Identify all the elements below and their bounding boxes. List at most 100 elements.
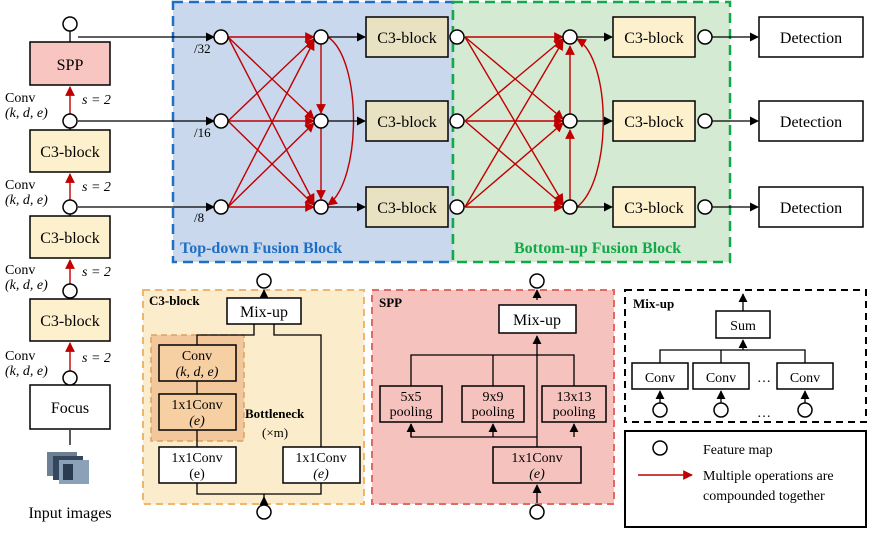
conv-params: (k, d, e) [5, 364, 48, 379]
c3-mixup-box [226, 297, 302, 325]
mixup-connections [655, 339, 810, 403]
bottomup-c3-label-2: C3-block [624, 114, 684, 131]
feature-map-icon [562, 199, 578, 215]
c3-1x1conv-label: 1x1Conv [171, 451, 222, 466]
c3-conv-kde-box [158, 344, 237, 382]
focus-box [29, 384, 111, 430]
backbone-c3-block-2 [29, 215, 111, 259]
c3-param-e: (e) [189, 414, 205, 429]
feature-map-icon [713, 402, 729, 418]
conv-label: Conv [5, 349, 35, 364]
feature-map-icon [213, 113, 229, 129]
spp-pooling-label: pooling [553, 405, 596, 420]
bottomup-c3-block-3 [612, 186, 696, 228]
feature-map-icon [62, 113, 78, 129]
topdown-c3-label-1: C3-block [377, 30, 437, 47]
mixup-detail-title: Mix-up [633, 296, 674, 311]
detection-label-2: Detection [780, 114, 842, 131]
topdown-red-connections [227, 32, 355, 212]
feature-map-icon [449, 113, 465, 129]
bottomup-c3-block-1 [612, 16, 696, 58]
bottomup-c3-block-2 [612, 100, 696, 142]
spp-pooling-label: pooling [390, 405, 433, 420]
c3-conv-params: (k, d, e) [176, 365, 219, 380]
spp-label: SPP [57, 57, 84, 74]
c3-detail-title: C3-block [149, 293, 200, 308]
feature-map-icon [529, 273, 545, 289]
feature-map-icon [62, 16, 78, 32]
topdown-c3-label-2: C3-block [377, 114, 437, 131]
backbone-c3-label-3: C3-block [40, 313, 100, 330]
feature-map-icon [62, 199, 78, 215]
c3-conv-label: Conv [182, 349, 212, 364]
feature-map-icon [313, 113, 329, 129]
feature-map-icon [797, 402, 813, 418]
conv-label: Conv [5, 263, 35, 278]
spp-pooling-label: pooling [472, 405, 515, 420]
input-images-label: Input images [28, 505, 111, 522]
spp-detail-title: SPP [379, 295, 402, 310]
conv-params: (k, d, e) [5, 278, 48, 293]
legend-red-arrow-line2: compounded together [703, 489, 825, 504]
stride-label: s = 2 [82, 265, 111, 280]
legend-red-arrow-line1: Multiple operations are [703, 469, 834, 484]
feature-map-icon [313, 199, 329, 215]
feature-map-icon [449, 199, 465, 215]
feature-map-icon [697, 113, 713, 129]
bottleneck-label: Bottleneck [245, 406, 305, 421]
bottomup-c3-label-1: C3-block [624, 30, 684, 47]
bottleneck-repeat: (×m) [262, 425, 288, 440]
spp-1x1conv-label: 1x1Conv [511, 451, 562, 466]
feature-map-icon [213, 199, 229, 215]
mixup-ellipsis: … [757, 406, 771, 421]
feature-map-icon [697, 29, 713, 45]
feature-map-icon [697, 199, 713, 215]
feature-map-icon [562, 29, 578, 45]
spp-mixup-box [498, 304, 577, 334]
c3-param-e: (e) [313, 467, 329, 482]
detection-box-2 [758, 100, 864, 142]
spp-pool-size: 9x9 [483, 390, 504, 405]
topdown-title: Top-down Fusion Block [180, 240, 342, 257]
c3-1x1conv-label: 1x1Conv [171, 398, 222, 413]
topdown-c3-label-3: C3-block [377, 200, 437, 217]
spp-pool-box-2 [461, 385, 525, 423]
bottomup-title: Bottom-up Fusion Block [514, 240, 681, 257]
feature-map-icon [562, 113, 578, 129]
backbone-c3-block-1 [29, 129, 111, 173]
detection-box-3 [758, 186, 864, 228]
spp-pool-box-3 [541, 385, 607, 423]
spp-param-e: (e) [529, 467, 545, 482]
c3-left-1x1conv-box [158, 446, 237, 484]
spp-pool-size: 5x5 [401, 390, 422, 405]
mixup-conv-box-2 [692, 362, 750, 390]
mixup-ellipsis: … [757, 371, 771, 386]
backbone-c3-label-2: C3-block [40, 230, 100, 247]
detection-label-1: Detection [780, 30, 842, 47]
feature-map-icon [652, 402, 668, 418]
c3-mixup-label: Mix-up [240, 304, 288, 321]
mixup-conv-label: Conv [645, 371, 675, 386]
feature-map-icon [62, 370, 78, 386]
feature-map-icon [313, 29, 329, 45]
spp-detail-connections [406, 335, 579, 503]
stride-label: s = 2 [82, 93, 111, 108]
mixup-conv-label: Conv [706, 371, 736, 386]
input-images-icon [47, 452, 89, 484]
detection-label-3: Detection [780, 200, 842, 217]
scale-label: /32 [194, 41, 211, 56]
spp-mixup-label: Mix-up [513, 312, 561, 329]
spp-pool-size: 13x13 [557, 390, 592, 405]
legend-feature-map: Feature map [703, 443, 773, 458]
bottomup-c3-label-3: C3-block [624, 200, 684, 217]
c3-1x1conv-label: 1x1Conv [295, 451, 346, 466]
feature-map-icon [213, 29, 229, 45]
feature-map-icon [256, 504, 272, 520]
feature-map-icon [256, 273, 272, 289]
scale-label: /16 [194, 125, 211, 140]
conv-params: (k, d, e) [5, 106, 48, 121]
feature-map-legend-icon [652, 440, 668, 456]
c3-param-e: (e) [189, 467, 205, 482]
feature-map-icon [449, 29, 465, 45]
